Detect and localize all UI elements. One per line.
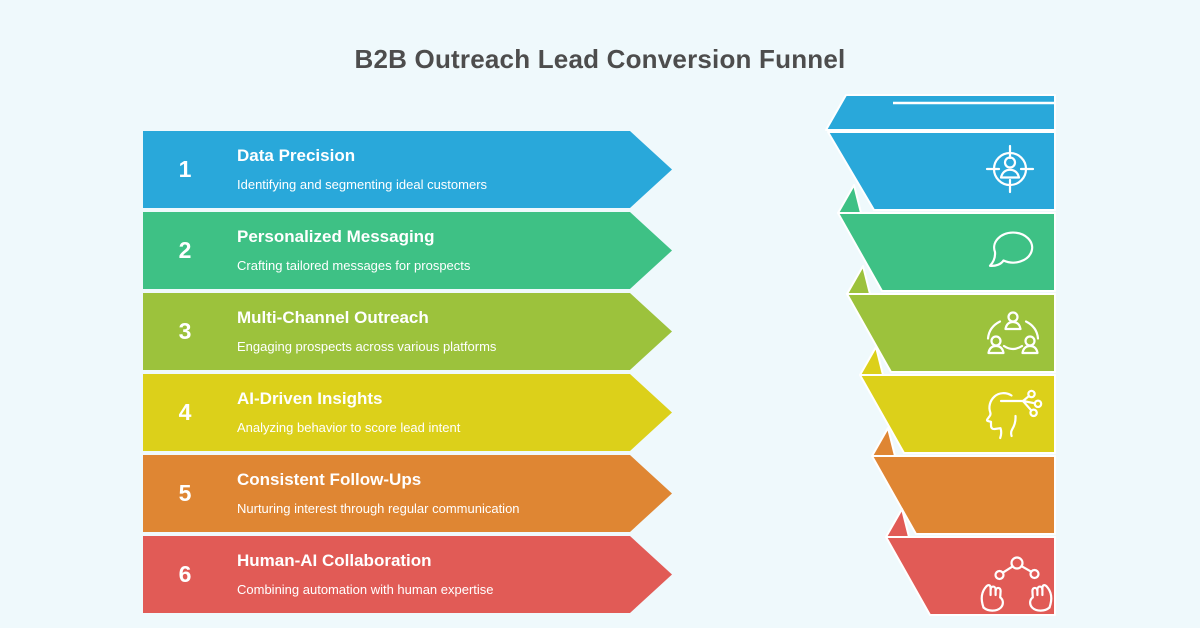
step-description: Crafting tailored messages for prospects (237, 258, 471, 273)
step-number: 2 (178, 237, 192, 263)
funnel-fold-3 (846, 265, 871, 295)
target-user-icon (985, 144, 1035, 194)
people-network-icon (986, 311, 1040, 355)
step-title: Multi-Channel Outreach (237, 308, 429, 327)
step-description: Identifying and segmenting ideal custome… (237, 177, 488, 192)
funnel-segment-2 (837, 212, 1056, 292)
step-description: Combining automation with human expertis… (237, 582, 494, 597)
step-title: Data Precision (237, 146, 356, 165)
funnel-fold-4 (859, 346, 884, 376)
funnel-segment-1 (827, 131, 1056, 211)
chat-bubble-icon (988, 231, 1034, 267)
step-description: Nurturing interest through regular commu… (237, 501, 520, 516)
funnel-fold-2 (837, 184, 862, 214)
step-row-1: 1 Data Precision Identifying and segment… (143, 131, 672, 208)
step-title: Human-AI Collaboration (237, 551, 432, 570)
step-number: 6 (178, 561, 192, 587)
funnel-graphic (825, 94, 1056, 616)
step-row-5: 5 Consistent Follow-Ups Nurturing intere… (143, 455, 672, 532)
step-title: AI-Driven Insights (237, 389, 383, 408)
step-row-2: 2 Personalized Messaging Crafting tailor… (143, 212, 672, 289)
funnel-rim (825, 94, 1056, 131)
funnel-fold-5 (871, 427, 896, 457)
step-description: Engaging prospects across various platfo… (237, 339, 497, 354)
funnel-segment-6 (885, 536, 1056, 616)
step-number: 1 (178, 156, 192, 182)
step-row-4: 4 AI-Driven Insights Analyzing behavior … (143, 374, 672, 451)
step-row-6: 6 Human-AI Collaboration Combining autom… (143, 536, 672, 613)
step-title: Consistent Follow-Ups (237, 470, 422, 489)
step-row-3: 3 Multi-Channel Outreach Engaging prospe… (143, 293, 672, 370)
page-title: B2B Outreach Lead Conversion Funnel (354, 44, 846, 74)
ai-head-icon (985, 389, 1043, 440)
hands-molecule-icon (980, 556, 1053, 612)
step-description: Analyzing behavior to score lead intent (237, 420, 461, 435)
step-number: 5 (178, 480, 192, 506)
step-title: Personalized Messaging (237, 227, 435, 246)
funnel-segment-5 (871, 455, 1056, 535)
step-number: 4 (178, 399, 192, 425)
funnel-fold-6 (885, 508, 910, 538)
step-number: 3 (178, 318, 192, 344)
